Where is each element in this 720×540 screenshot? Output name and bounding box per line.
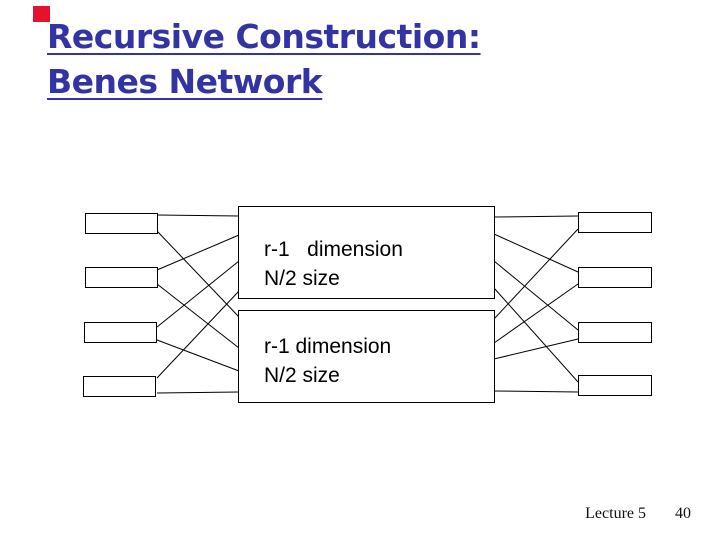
- footer-page-number: 40: [675, 505, 691, 522]
- output-box-4: [578, 375, 652, 396]
- connection-line: [156, 391, 240, 394]
- input-box-2: [85, 267, 158, 288]
- connection-line: [493, 390, 579, 393]
- connection-line: [156, 234, 240, 271]
- connection-line: [493, 283, 579, 344]
- connection-line: [156, 290, 240, 379]
- output-box-1: [578, 212, 652, 233]
- connection-line: [493, 233, 579, 273]
- connection-line: [156, 260, 240, 328]
- slide-footer: Lecture 5 40: [585, 505, 691, 523]
- subnetwork-box-1: r-1 dimension N/2 size: [238, 206, 495, 299]
- connection-line: [156, 283, 240, 349]
- input-box-1: [85, 213, 158, 234]
- connection-line: [493, 228, 579, 320]
- connection-line: [156, 230, 240, 318]
- output-box-3: [578, 322, 652, 343]
- input-box-3: [84, 322, 157, 343]
- connection-line: [493, 287, 579, 383]
- connection-line: [493, 260, 579, 331]
- title-line-1: Recursive Construction:: [47, 17, 481, 56]
- subnetwork-box-2: r-1 dimension N/2 size: [238, 310, 495, 403]
- subnetwork-2-label-line-1: r-1 dimension: [264, 335, 392, 358]
- title-line-2: Benes Network: [47, 62, 323, 101]
- connection-line: [493, 338, 579, 360]
- red-square-decoration: [33, 6, 50, 22]
- output-box-2: [578, 267, 652, 288]
- connection-line: [156, 214, 240, 217]
- subnetwork-1-label-line-2: N/2 size: [264, 267, 340, 290]
- footer-lecture-label: Lecture 5: [585, 505, 646, 522]
- connection-line: [156, 339, 240, 372]
- subnetwork-2-label-line-2: N/2 size: [264, 364, 340, 387]
- slide-title: Recursive Construction: Benes Network: [47, 14, 481, 104]
- connection-line: [493, 215, 579, 218]
- subnetwork-1-label-line-1: r-1 dimension: [264, 238, 403, 261]
- input-box-4: [83, 376, 156, 397]
